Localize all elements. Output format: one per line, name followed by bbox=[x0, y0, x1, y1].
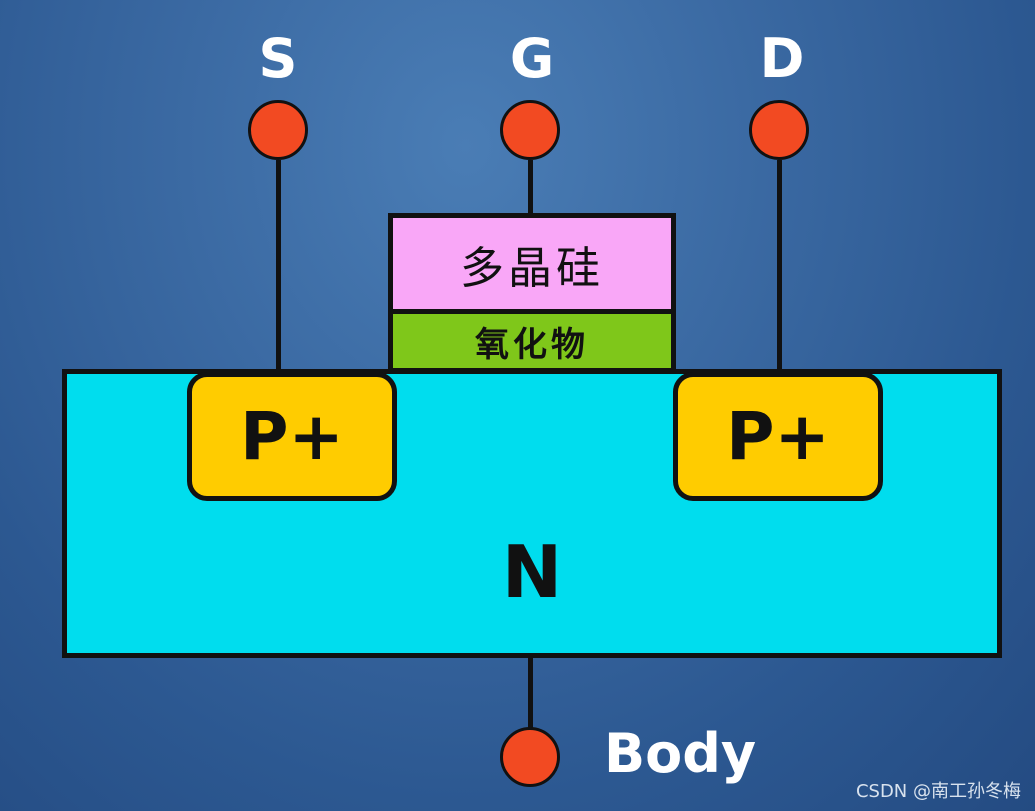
watermark-text: CSDN @南工孙冬梅 bbox=[855, 781, 1021, 802]
body-terminal-label: Body bbox=[604, 722, 757, 785]
drain-terminal-dot bbox=[749, 100, 809, 160]
substrate-label: N bbox=[501, 530, 563, 614]
body-wire bbox=[528, 655, 533, 730]
source-terminal-dot bbox=[248, 100, 308, 160]
source-wire bbox=[276, 160, 281, 372]
oxide-label: 氧化物 bbox=[475, 324, 589, 365]
polysilicon-gate-layer: 多晶硅 bbox=[388, 213, 676, 314]
drain-p-plus-region: P+ bbox=[673, 372, 883, 501]
source-terminal-label: S bbox=[258, 27, 298, 90]
gate-terminal-label: G bbox=[509, 27, 555, 90]
drain-region-label: P+ bbox=[726, 398, 830, 475]
gate-terminal-dot bbox=[500, 100, 560, 160]
drain-wire bbox=[777, 160, 782, 372]
drain-terminal-label: D bbox=[759, 27, 805, 90]
gate-oxide-layer: 氧化物 bbox=[388, 309, 676, 373]
source-region-label: P+ bbox=[240, 398, 344, 475]
source-p-plus-region: P+ bbox=[187, 372, 397, 501]
body-terminal-dot bbox=[500, 727, 560, 787]
polysilicon-label: 多晶硅 bbox=[460, 242, 604, 294]
gate-wire bbox=[528, 160, 533, 216]
